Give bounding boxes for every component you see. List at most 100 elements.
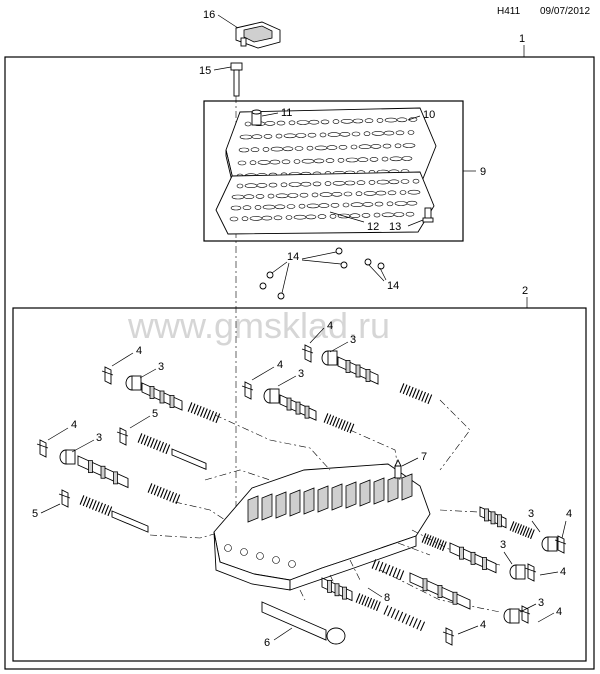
plate-hole bbox=[412, 178, 420, 184]
plate-hole bbox=[381, 156, 389, 162]
part-valve-body-casting bbox=[213, 463, 431, 591]
spool-land bbox=[286, 397, 292, 411]
callout-4-a: 4 bbox=[136, 345, 142, 357]
valve-rod bbox=[111, 510, 149, 533]
valve-spring bbox=[383, 605, 426, 632]
valve-spring bbox=[509, 521, 535, 540]
plate-hole bbox=[375, 190, 387, 196]
plate-hole bbox=[319, 192, 333, 197]
plate-hole bbox=[349, 213, 361, 218]
plate-hole bbox=[327, 132, 341, 137]
plate-hole bbox=[350, 202, 364, 207]
spool-valve-group-4 bbox=[36, 439, 181, 505]
callout-6: 6 bbox=[264, 637, 270, 649]
spool-land bbox=[490, 511, 496, 525]
plate-hole bbox=[374, 201, 384, 207]
plate-hole bbox=[296, 120, 310, 125]
callout-9: 9 bbox=[480, 166, 486, 178]
plate-hole bbox=[262, 204, 276, 210]
spool-land bbox=[497, 514, 502, 528]
valve-spring bbox=[137, 433, 171, 455]
plate-hole bbox=[241, 216, 249, 221]
plate-hole bbox=[407, 130, 415, 135]
plate-hole bbox=[257, 160, 271, 165]
body-rib bbox=[247, 495, 259, 523]
plate-hole bbox=[295, 133, 307, 138]
plate-hole bbox=[299, 192, 309, 198]
callout-3-e: 3 bbox=[528, 508, 534, 520]
callout-1: 1 bbox=[519, 33, 525, 45]
plate-hole bbox=[382, 143, 392, 149]
body-rib bbox=[275, 491, 287, 519]
plate-hole bbox=[376, 179, 390, 185]
plate-hole bbox=[325, 158, 335, 163]
body-rib bbox=[373, 477, 385, 505]
plate-hole bbox=[239, 134, 253, 140]
plate-hole bbox=[331, 192, 343, 197]
retainer-clip bbox=[557, 535, 565, 554]
valve-head bbox=[326, 627, 346, 645]
plate-hole bbox=[330, 203, 340, 208]
body-rib bbox=[401, 473, 413, 501]
spool-land bbox=[365, 369, 371, 382]
callout-3-g: 3 bbox=[538, 597, 544, 609]
plate-hole bbox=[281, 159, 291, 165]
callout-5-b: 5 bbox=[32, 508, 38, 520]
spool-land bbox=[459, 546, 464, 560]
plate-hole bbox=[338, 145, 348, 150]
spool-valve-group-3 bbox=[301, 344, 433, 405]
callout-4-h: 4 bbox=[480, 619, 486, 631]
spool-land bbox=[100, 465, 106, 479]
callout-14-upper: 14 bbox=[287, 251, 299, 263]
plate-hole bbox=[343, 191, 353, 197]
plate-hole bbox=[307, 132, 317, 138]
retainer-clip bbox=[445, 627, 453, 646]
plate-hole bbox=[273, 215, 283, 221]
spool-valve-right-1 bbox=[479, 506, 567, 554]
plate-hole bbox=[339, 132, 351, 137]
part-12-gasket bbox=[215, 171, 435, 235]
plate-hole bbox=[394, 143, 402, 149]
plate-hole bbox=[370, 144, 382, 149]
spool-land bbox=[452, 591, 458, 605]
plate-hole bbox=[340, 119, 354, 124]
plate-hole bbox=[363, 131, 371, 136]
retainer-clip bbox=[244, 381, 252, 400]
plate-hole bbox=[294, 146, 304, 151]
plate-hole bbox=[313, 158, 325, 164]
plate-hole bbox=[357, 157, 369, 162]
spool-land bbox=[88, 460, 93, 474]
body-port bbox=[224, 544, 232, 552]
plate-hole bbox=[314, 145, 328, 151]
spool-land bbox=[345, 360, 351, 373]
plate-hole bbox=[384, 117, 398, 123]
plate-hole bbox=[332, 181, 346, 186]
plate-hole bbox=[264, 121, 276, 126]
valve-stem bbox=[261, 601, 327, 641]
plate-hole bbox=[405, 211, 415, 217]
lower-spring-retainer bbox=[383, 605, 455, 646]
plate-hole bbox=[275, 193, 289, 199]
callout-12: 12 bbox=[367, 221, 379, 233]
plate-hole bbox=[401, 156, 413, 161]
plate-hole bbox=[301, 158, 315, 164]
callout-4-f: 4 bbox=[560, 566, 566, 578]
valve-spring bbox=[187, 402, 221, 424]
spool-land bbox=[437, 585, 443, 598]
plate-hole bbox=[238, 147, 250, 153]
body-rib bbox=[289, 489, 301, 517]
plate-hole bbox=[395, 130, 405, 136]
plate-hole bbox=[282, 146, 294, 152]
plate-hole bbox=[402, 143, 416, 148]
body-rib bbox=[261, 493, 273, 521]
plate-hole bbox=[243, 194, 255, 199]
plate-hole bbox=[280, 182, 288, 188]
plate-hole bbox=[383, 130, 395, 136]
plate-hole bbox=[351, 131, 361, 137]
valve-spring bbox=[355, 593, 381, 612]
plate-hole bbox=[285, 215, 293, 220]
plate-hole bbox=[255, 194, 265, 199]
body-port bbox=[256, 552, 264, 560]
plate-hole bbox=[229, 216, 239, 222]
